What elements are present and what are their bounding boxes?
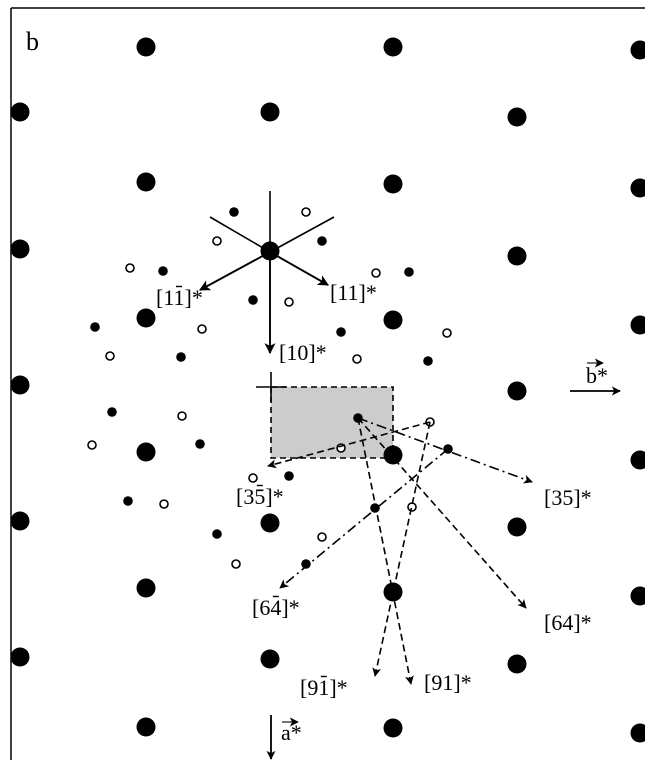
satellite-spots-open bbox=[87, 207, 452, 569]
label-1-1bar: [11]* bbox=[156, 285, 203, 310]
lattice-spot bbox=[507, 246, 527, 266]
satellite-spot bbox=[229, 207, 239, 217]
satellite-spot-open bbox=[442, 328, 452, 338]
satellite-spot bbox=[370, 503, 380, 513]
satellite-spot-open bbox=[352, 354, 362, 364]
lattice-spot bbox=[383, 718, 403, 738]
lattice-spot bbox=[630, 450, 645, 470]
bstar-label: b* bbox=[586, 363, 608, 388]
satellite-spot bbox=[248, 295, 258, 305]
basis-astar: a* bbox=[266, 715, 302, 760]
satellite-spot bbox=[284, 471, 294, 481]
basis-bstar: b* bbox=[570, 358, 621, 396]
vector-1-1bar bbox=[199, 251, 271, 291]
lattice-spot bbox=[10, 647, 30, 667]
lattice-spot bbox=[507, 654, 527, 674]
satellite-spot-open bbox=[197, 324, 207, 334]
satellite-spot-open bbox=[301, 207, 311, 217]
lattice-spot bbox=[136, 37, 156, 57]
lattice-spot bbox=[136, 442, 156, 462]
solid-vectors bbox=[199, 251, 329, 355]
satellite-spot bbox=[423, 356, 433, 366]
satellite-spot-open bbox=[231, 559, 241, 569]
satellite-spot bbox=[336, 327, 346, 337]
origin-cross bbox=[256, 372, 286, 402]
lattice-spots-large bbox=[10, 37, 645, 743]
lattice-spot bbox=[507, 381, 527, 401]
satellite-spot-open bbox=[105, 351, 115, 361]
astar-label: a* bbox=[281, 720, 302, 745]
satellite-spot-open bbox=[407, 502, 417, 512]
satellite-spot-open bbox=[159, 499, 169, 509]
satellite-spot bbox=[123, 496, 133, 506]
label-91: [91]* bbox=[424, 670, 472, 695]
label-10: [10]* bbox=[279, 340, 327, 365]
satellite-spot-open bbox=[284, 297, 294, 307]
satellite-spot bbox=[176, 352, 186, 362]
vector-35 bbox=[357, 417, 533, 484]
lattice-spot bbox=[630, 723, 645, 743]
satellite-spot-open bbox=[212, 236, 222, 246]
lattice-spot bbox=[136, 578, 156, 598]
lattice-spot bbox=[630, 40, 645, 60]
shaded-unit-cell bbox=[270, 386, 394, 459]
label-3-5bar: [35]* bbox=[236, 484, 284, 509]
lattice-spot bbox=[136, 308, 156, 328]
lattice-spot bbox=[260, 513, 280, 533]
vector-64 bbox=[357, 417, 527, 609]
lattice-spot bbox=[383, 37, 403, 57]
lattice-spot bbox=[136, 172, 156, 192]
panel-label: b bbox=[26, 27, 39, 56]
satellite-spot bbox=[317, 236, 327, 246]
label-35: [35]* bbox=[544, 485, 592, 510]
lattice-spot bbox=[507, 517, 527, 537]
satellite-spot-open bbox=[125, 263, 135, 273]
vector-11 bbox=[269, 251, 329, 286]
lattice-spot bbox=[10, 102, 30, 122]
satellite-spot bbox=[301, 559, 311, 569]
satellite-spot-open bbox=[87, 440, 97, 450]
lattice-spot bbox=[10, 239, 30, 259]
lattice-spot bbox=[383, 445, 403, 465]
vector-3-5bar bbox=[267, 421, 431, 469]
satellite-spot bbox=[195, 439, 205, 449]
satellite-spot bbox=[158, 266, 168, 276]
dashed-vectors bbox=[267, 417, 527, 685]
satellite-spot bbox=[212, 529, 222, 539]
label-6-4bar: [64]* bbox=[252, 595, 300, 620]
vector-6-4bar bbox=[279, 448, 449, 589]
label-9-1bar: [91]* bbox=[300, 675, 348, 700]
lattice-spot bbox=[630, 586, 645, 606]
lattice-spot bbox=[136, 717, 156, 737]
lattice-spot bbox=[507, 107, 527, 127]
dashdot-vectors bbox=[279, 417, 533, 589]
label-11: [11]* bbox=[330, 280, 377, 305]
lattice-spot bbox=[260, 649, 280, 669]
label-64: [64]* bbox=[544, 610, 592, 635]
lattice-spot bbox=[383, 310, 403, 330]
satellite-spot-open bbox=[371, 268, 381, 278]
satellite-spot bbox=[404, 267, 414, 277]
satellite-spots-filled bbox=[90, 207, 453, 569]
lattice-spot bbox=[383, 174, 403, 194]
vector-91 bbox=[357, 417, 414, 685]
lattice-spot bbox=[10, 511, 30, 531]
lattice-spot bbox=[10, 375, 30, 395]
satellite-spot-open bbox=[248, 473, 258, 483]
satellite-spot bbox=[107, 407, 117, 417]
satellite-spot bbox=[90, 322, 100, 332]
lattice-spot bbox=[260, 102, 280, 122]
lattice-spot bbox=[630, 315, 645, 335]
satellite-spot-open bbox=[317, 532, 327, 542]
satellite-spot-open bbox=[177, 411, 187, 421]
lattice-spot bbox=[630, 178, 645, 198]
